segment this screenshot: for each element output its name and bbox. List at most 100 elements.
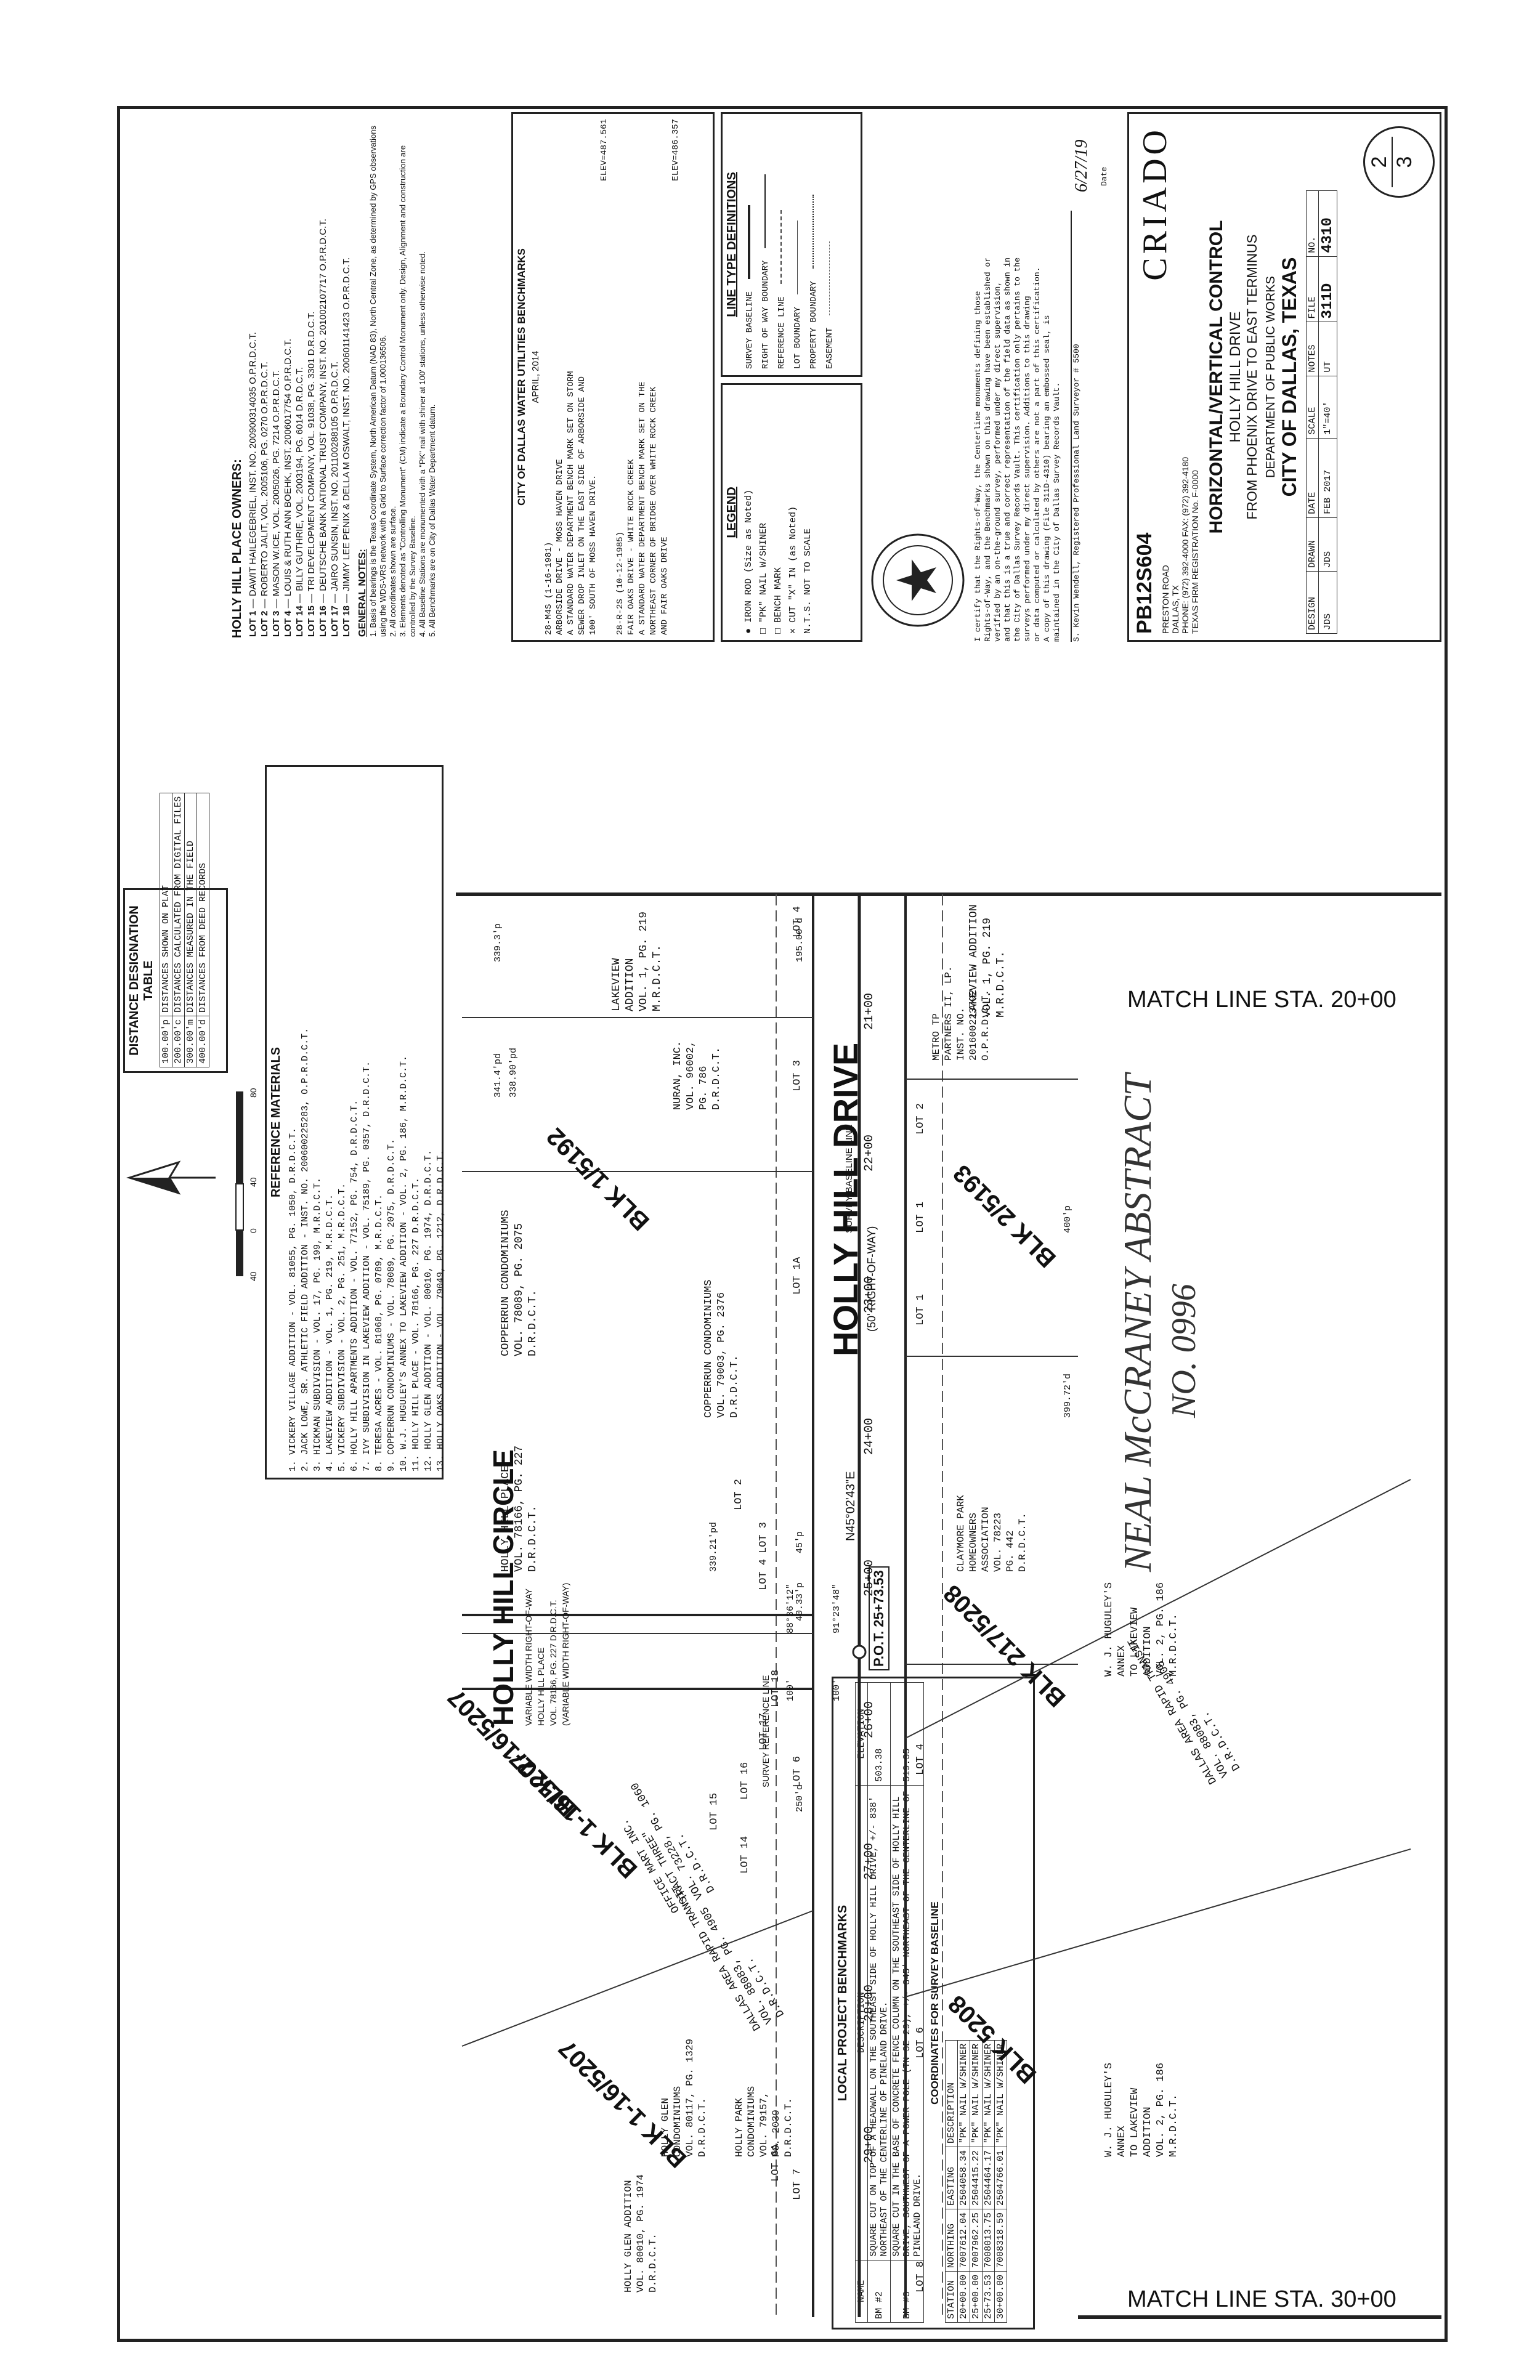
benchmark-1: 28-M4S (1-16-1981) ARBORSIDE DRIVE - MOS…: [544, 119, 609, 635]
line-type-definitions: LINE TYPE DEFINITIONS SURVEY BASELINE RI…: [721, 112, 862, 377]
drawing-title: HORIZONTAL/VERTICAL CONTROL: [1206, 220, 1226, 534]
list-item: LOT 18 — JIMMY LEE PENIX & DELLA M OSWAL…: [341, 257, 352, 637]
lot-label: LOT 6: [915, 2026, 926, 2058]
lot-label: LOT 1A: [792, 1257, 803, 1295]
lot-label: LOT 17: [758, 1712, 769, 1751]
lot-label: LOT 1: [915, 1293, 926, 1326]
match-line-right: MATCH LINE STA. 30+00: [1127, 2286, 1396, 2312]
list-item: LOT 17 — JAIRO SUNSIN, INST. NO. 2011002…: [330, 361, 340, 637]
benchmark-2: 28-R-2S (10-12-1985) FAIR OAKS DRIVE - W…: [615, 119, 681, 635]
surveyor-seal: [869, 531, 967, 629]
list-item: 4. All Baseline Stations are monumented …: [418, 251, 427, 637]
legend-item: □ BENCH MARK: [773, 567, 784, 634]
list-item: LOT 2 — ROBERTO JALIT, VOL. 2005106, PG.…: [259, 362, 270, 637]
station-label: 27+00: [862, 1842, 877, 1880]
dimension-label: 399.72'd: [1063, 1373, 1073, 1418]
lot-label: LOT 8: [915, 2261, 926, 2293]
station-label: 21+00: [862, 992, 877, 1030]
cert-line: verified by an on-the-ground survey, per…: [993, 281, 1002, 642]
dimension-label: 339.3'p: [493, 923, 503, 962]
station-label: 25+00: [862, 1559, 877, 1597]
dimension-label: 341.4'pd: [493, 1053, 503, 1098]
seal-icon: [871, 533, 965, 627]
list-item: REFERENCE LINE: [774, 120, 790, 369]
dimension-label: 45'p: [795, 1531, 805, 1553]
lot-label: LOT 16: [739, 1762, 751, 1800]
dimension-label: 250'd: [795, 1784, 805, 1812]
list-item: RIGHT OF WAY BOUNDARY: [758, 120, 774, 369]
legend: LEGEND ● IRON ROD (Size as Noted) □ "PK"…: [721, 383, 862, 642]
list-item: SURVEY BASELINE: [742, 120, 758, 369]
abstract-name: NEAL McCRANEY ABSTRACT: [1116, 1074, 1159, 1572]
list-item: 2. All coordinates shown are surface.: [388, 506, 397, 637]
cert-date: 6/27/19: [1072, 139, 1091, 192]
list-item: LOT 1 — DAWIT HAILEGEBRIEL, INST. NO. 20…: [248, 332, 258, 637]
cert-line: Rights-of-Way, and the Benchmarks shown …: [983, 257, 992, 642]
legend-item: ✕ CUT "X" IN (as Noted): [788, 506, 798, 634]
list-item: LOT BOUNDARY: [790, 120, 806, 369]
lot-label: LOT 3: [758, 1521, 769, 1553]
lot-label: LOT 4: [758, 1558, 769, 1590]
department: DEPARTMENT OF PUBLIC WORKS: [1264, 276, 1278, 478]
lot-label: LOT 1: [915, 1201, 926, 1233]
list-item: LOT 16 — DEUTSCHE BANK NATIONAL TRUST CO…: [318, 219, 328, 637]
street-title: HOLLY HILL DRIVE: [1227, 311, 1244, 443]
line-types-list: SURVEY BASELINE RIGHT OF WAY BOUNDARY RE…: [742, 114, 838, 375]
list-item: LOT 4 — LOUIS & RUTH ANN BOEHK, INST. 20…: [283, 338, 293, 637]
list-item: 1. Basis of bearings is the Texas Coordi…: [368, 126, 387, 637]
legend-item: ● IRON ROD (Size as Noted): [744, 489, 754, 634]
lot-label: LOT 4: [915, 1743, 926, 1775]
dimension-label: 40.33'p: [795, 1582, 805, 1621]
bearing-label: N45°02'43"E: [844, 1471, 857, 1541]
cert-line: or data computed or calculated by others…: [1032, 267, 1042, 642]
cert-line: A copy of this drawing (File 311D-4310) …: [1042, 315, 1052, 642]
firm-name: CRIADO: [1136, 126, 1174, 281]
north-arrow: [123, 1116, 228, 1239]
dimension-label: 91°23'48": [832, 1583, 842, 1633]
cert-line: maintained in the City of Dallas Survey …: [1052, 382, 1061, 642]
lot-label: LOT 15: [708, 1792, 720, 1831]
station-label: 22+00: [862, 1134, 877, 1172]
owners-and-notes-panel: HOLLY HILL PLACE OWNERS: LOT 1 — DAWIT H…: [228, 112, 505, 642]
lot-label: LOT 7: [792, 2168, 803, 2200]
list-item: EASEMENT: [822, 120, 838, 369]
dimension-label: 100': [832, 1678, 842, 1701]
north-arrow-icon: [126, 1160, 216, 1195]
legend-item: N.T.S. NOT TO SCALE: [803, 528, 813, 634]
title-block: PB12S604 CRIADO PRESTON ROAD DALLAS, TX …: [1127, 112, 1441, 642]
general-notes: GENERAL NOTES: 1. Basis of bearings is t…: [357, 112, 437, 642]
water-utilities-benchmarks: CITY OF DALLAS WATER UTILITIES BENCHMARK…: [511, 112, 715, 642]
lot-label: LOT 18: [770, 1669, 782, 1707]
owners-list: LOT 1 — DAWIT HAILEGEBRIEL, INST. NO. 20…: [247, 112, 352, 642]
cert-line: I certify that the Rights-of-Way, the Ce…: [973, 291, 983, 642]
list-item: 3. Elements denoted as "Controlling Monu…: [398, 145, 417, 637]
owners-title: HOLLY HILL PLACE OWNERS:: [230, 459, 244, 638]
general-notes-title: GENERAL NOTES:: [357, 549, 368, 637]
water-benchmarks-title: CITY OF DALLAS WATER UTILITIES BENCHMARK…: [516, 248, 527, 506]
lot-label: LOT 3: [792, 1059, 803, 1091]
lot-label: LOT 6: [792, 1755, 803, 1787]
match-line-left: MATCH LINE STA. 20+00: [1127, 987, 1396, 1013]
scale-bar-graphic: [235, 1091, 244, 1276]
city-name: CITY OF DALLAS, TEXAS: [1278, 257, 1300, 497]
station-label: 29+00: [862, 2126, 877, 2163]
dimension-label: 100': [785, 1678, 796, 1701]
list-item: LOT 14 — BILLY GUTHRIE, VOL. 2003194, PG…: [294, 367, 305, 637]
legend-title: LEGEND: [725, 487, 739, 538]
legend-items: ● IRON ROD (Size as Noted) □ "PK" NAIL W…: [742, 385, 816, 640]
line-types-title: LINE TYPE DEFINITIONS: [725, 172, 739, 317]
lot-label: LOT 14: [739, 1836, 751, 1874]
plan-linework: [456, 892, 1441, 2319]
certification-block: I certify that the Rights-of-Way, the Ce…: [973, 112, 1121, 642]
dimension-label: 400'p: [1063, 1205, 1073, 1233]
